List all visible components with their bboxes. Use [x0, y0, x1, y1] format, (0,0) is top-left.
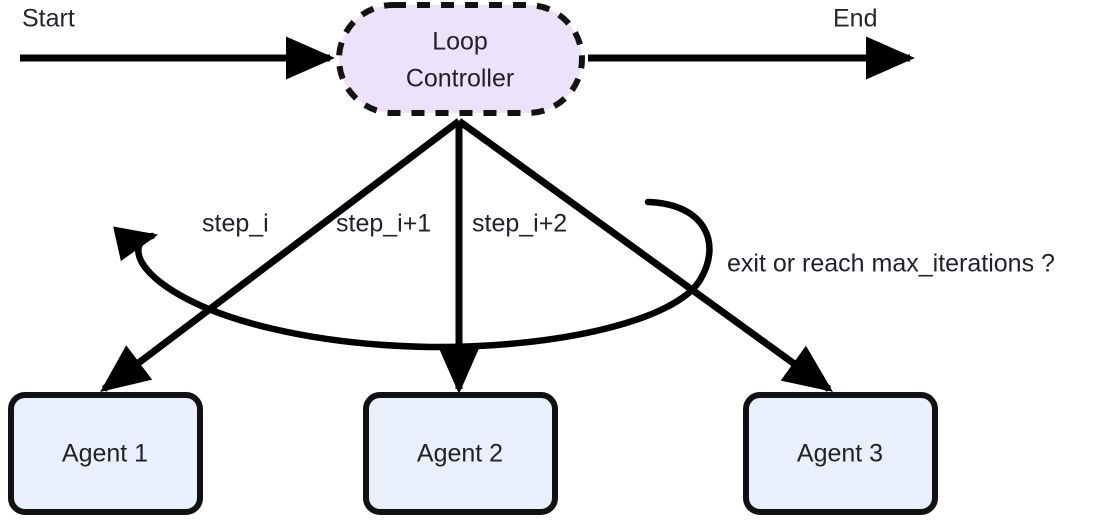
agent-1-label: Agent 1 [62, 440, 148, 468]
agent-node-2[interactable]: Agent 2 [363, 392, 558, 515]
edge-label-step-i-plus-2: step_i+2 [472, 210, 567, 238]
agent-2-label: Agent 2 [417, 440, 503, 468]
agent-node-3[interactable]: Agent 3 [743, 392, 938, 515]
agent-3-label: Agent 3 [797, 440, 883, 468]
start-label: Start [22, 5, 75, 33]
loop-controller-node[interactable]: Loop Controller [336, 2, 585, 116]
end-label: End [833, 5, 877, 33]
feedback-condition-label: exit or reach max_iterations ? [727, 250, 1055, 278]
edge-controller-to-agent1 [100, 118, 462, 392]
loop-controller-label-line1: Loop [432, 28, 488, 56]
agent-1-box [8, 392, 203, 515]
edge-label-step-i-plus-1: step_i+1 [336, 210, 431, 238]
agent-2-box [363, 392, 558, 515]
loop-controller-shape [336, 2, 585, 116]
feedback-loop-curve [113, 198, 713, 351]
edge-label-step-i: step_i [202, 210, 269, 238]
agent-3-box [743, 392, 938, 515]
agent-node-1[interactable]: Agent 1 [8, 392, 203, 515]
loop-controller-label-line2: Controller [406, 65, 514, 93]
edge-controller-to-agent3 [456, 118, 833, 392]
